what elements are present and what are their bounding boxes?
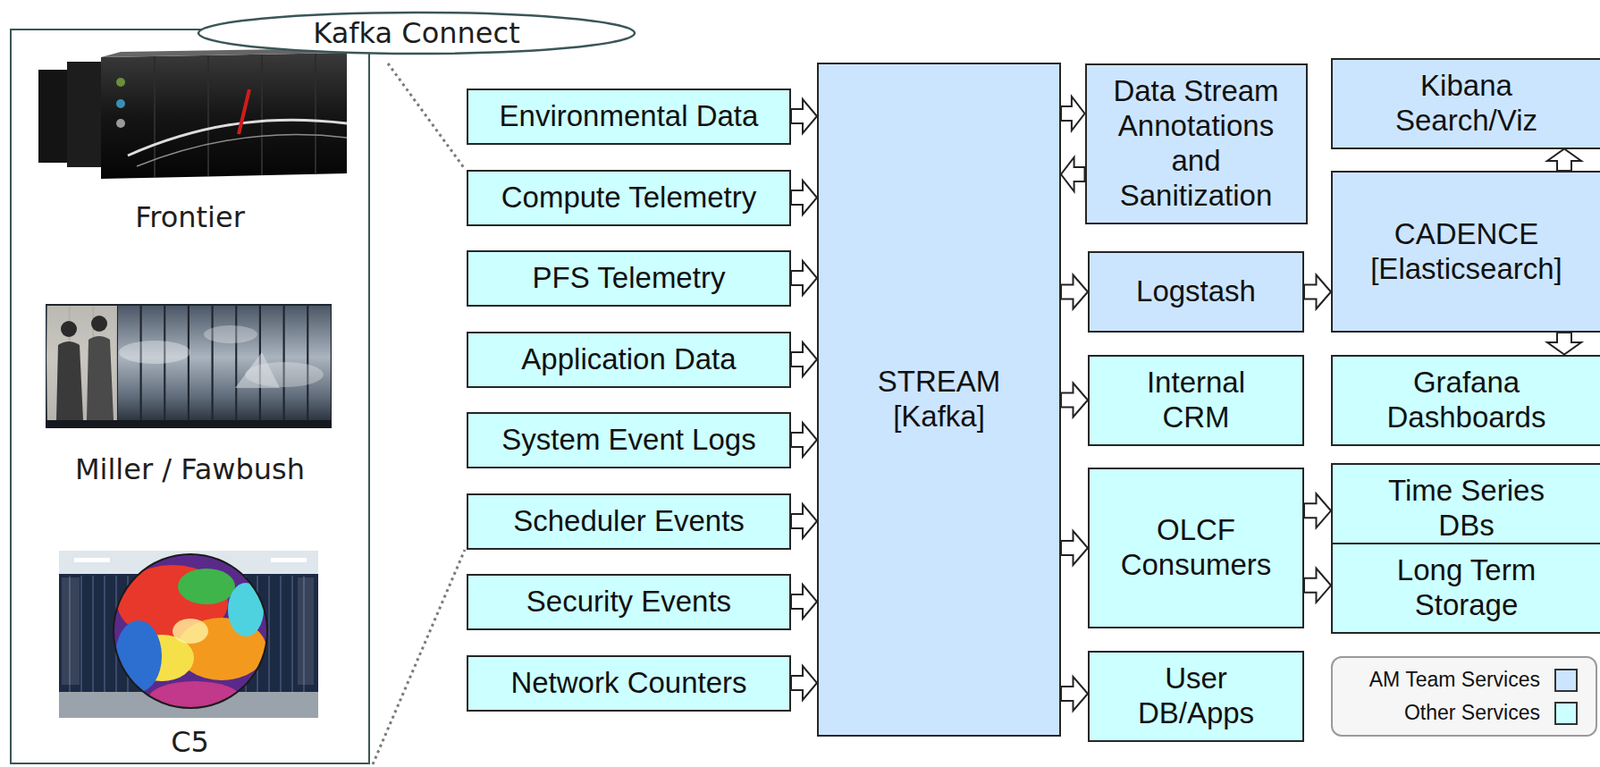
- legend-text: Other Services: [1404, 700, 1541, 725]
- service-box: Data Stream Annotations and Sanitization: [1085, 63, 1308, 225]
- cluster-panel: Kafka ConnectFrontierMiller / FawbushC5: [9, 28, 371, 765]
- box-label: Logstash: [1136, 274, 1256, 310]
- service-box: CADENCE [Elasticsearch]: [1330, 170, 1600, 333]
- box-label: User DB/Apps: [1111, 661, 1280, 732]
- box-label: Long Term Storage: [1359, 553, 1575, 624]
- legend-row: Other Services: [1332, 700, 1578, 725]
- service-box: Long Term Storage: [1330, 542, 1600, 634]
- legend-box: AM Team ServicesOther Services: [1330, 656, 1598, 737]
- source-box: Network Counters: [466, 655, 792, 712]
- source-box: PFS Telemetry: [466, 250, 792, 307]
- block-arrow: [791, 665, 817, 700]
- block-arrow: [791, 342, 817, 377]
- box-label: CADENCE [Elasticsearch]: [1359, 217, 1575, 287]
- block-arrow: [1061, 275, 1088, 310]
- system-name: Miller / Fawbush: [11, 451, 369, 488]
- legend-swatch: [1554, 701, 1578, 725]
- box-label: Internal CRM: [1111, 365, 1280, 436]
- system-name: C5: [11, 724, 369, 760]
- source-box: Scheduler Events: [466, 493, 792, 550]
- box-label: Network Counters: [510, 665, 747, 701]
- block-arrow: [1547, 332, 1582, 355]
- service-box: User DB/Apps: [1087, 650, 1305, 742]
- source-box: Environmental Data: [466, 88, 792, 145]
- block-arrow: [1547, 149, 1582, 172]
- box-label: Security Events: [526, 584, 732, 620]
- panel-title: Kafka Connect: [198, 12, 635, 54]
- title-tab: [198, 12, 635, 54]
- zoom-line: [372, 549, 465, 765]
- box-label: Data Stream Annotations and Sanitization: [1095, 74, 1297, 214]
- source-box: Compute Telemetry: [466, 169, 792, 227]
- block-arrow: [791, 584, 817, 619]
- block-arrow: [1061, 157, 1086, 192]
- service-box: Kibana Search/Viz: [1330, 58, 1600, 150]
- block-arrow: [1304, 568, 1331, 603]
- frontier-illustration: [38, 48, 347, 179]
- system-name: Frontier: [11, 199, 369, 236]
- block-arrow: [791, 180, 817, 215]
- box-label: Environmental Data: [499, 99, 759, 135]
- block-arrow: [791, 422, 817, 457]
- miller-illustration: [45, 303, 332, 429]
- box-label: System Event Logs: [501, 422, 756, 458]
- legend-swatch: [1554, 668, 1578, 692]
- service-box: Logstash: [1087, 251, 1305, 333]
- source-box: Security Events: [466, 573, 792, 631]
- block-arrow: [1061, 96, 1086, 131]
- box-label: Scheduler Events: [513, 504, 745, 539]
- source-box: System Event Logs: [466, 412, 792, 469]
- box-label: Compute Telemetry: [501, 180, 758, 216]
- legend-row: AM Team Services: [1332, 667, 1578, 692]
- block-arrow: [1061, 676, 1088, 711]
- box-label: PFS Telemetry: [532, 261, 726, 296]
- service-box: OLCF Consumers: [1087, 467, 1305, 629]
- c5-illustration: [58, 550, 319, 718]
- legend-text: AM Team Services: [1369, 667, 1541, 692]
- service-box: Internal CRM: [1087, 354, 1305, 447]
- box-label: Grafana Dashboards: [1359, 365, 1575, 436]
- block-arrow: [1304, 493, 1331, 528]
- box-label: Time Series DBs: [1359, 473, 1575, 544]
- system-illustrations: [11, 30, 369, 763]
- box-label: STREAM [Kafka]: [850, 364, 1029, 435]
- stream-bus: STREAM [Kafka]: [816, 62, 1062, 737]
- block-arrow: [1061, 530, 1088, 565]
- box-label: OLCF Consumers: [1111, 513, 1280, 583]
- service-box: Time Series DBs: [1330, 463, 1600, 555]
- block-arrow: [791, 99, 817, 134]
- box-label: Kibana Search/Viz: [1359, 68, 1575, 139]
- block-arrow: [791, 261, 817, 295]
- box-label: Application Data: [521, 342, 736, 378]
- source-box: Application Data: [466, 331, 792, 388]
- block-arrow: [791, 504, 817, 539]
- block-arrow: [1061, 383, 1088, 418]
- service-box: Grafana Dashboards: [1330, 354, 1600, 447]
- zoom-line: [387, 63, 465, 169]
- block-arrow: [1304, 275, 1331, 310]
